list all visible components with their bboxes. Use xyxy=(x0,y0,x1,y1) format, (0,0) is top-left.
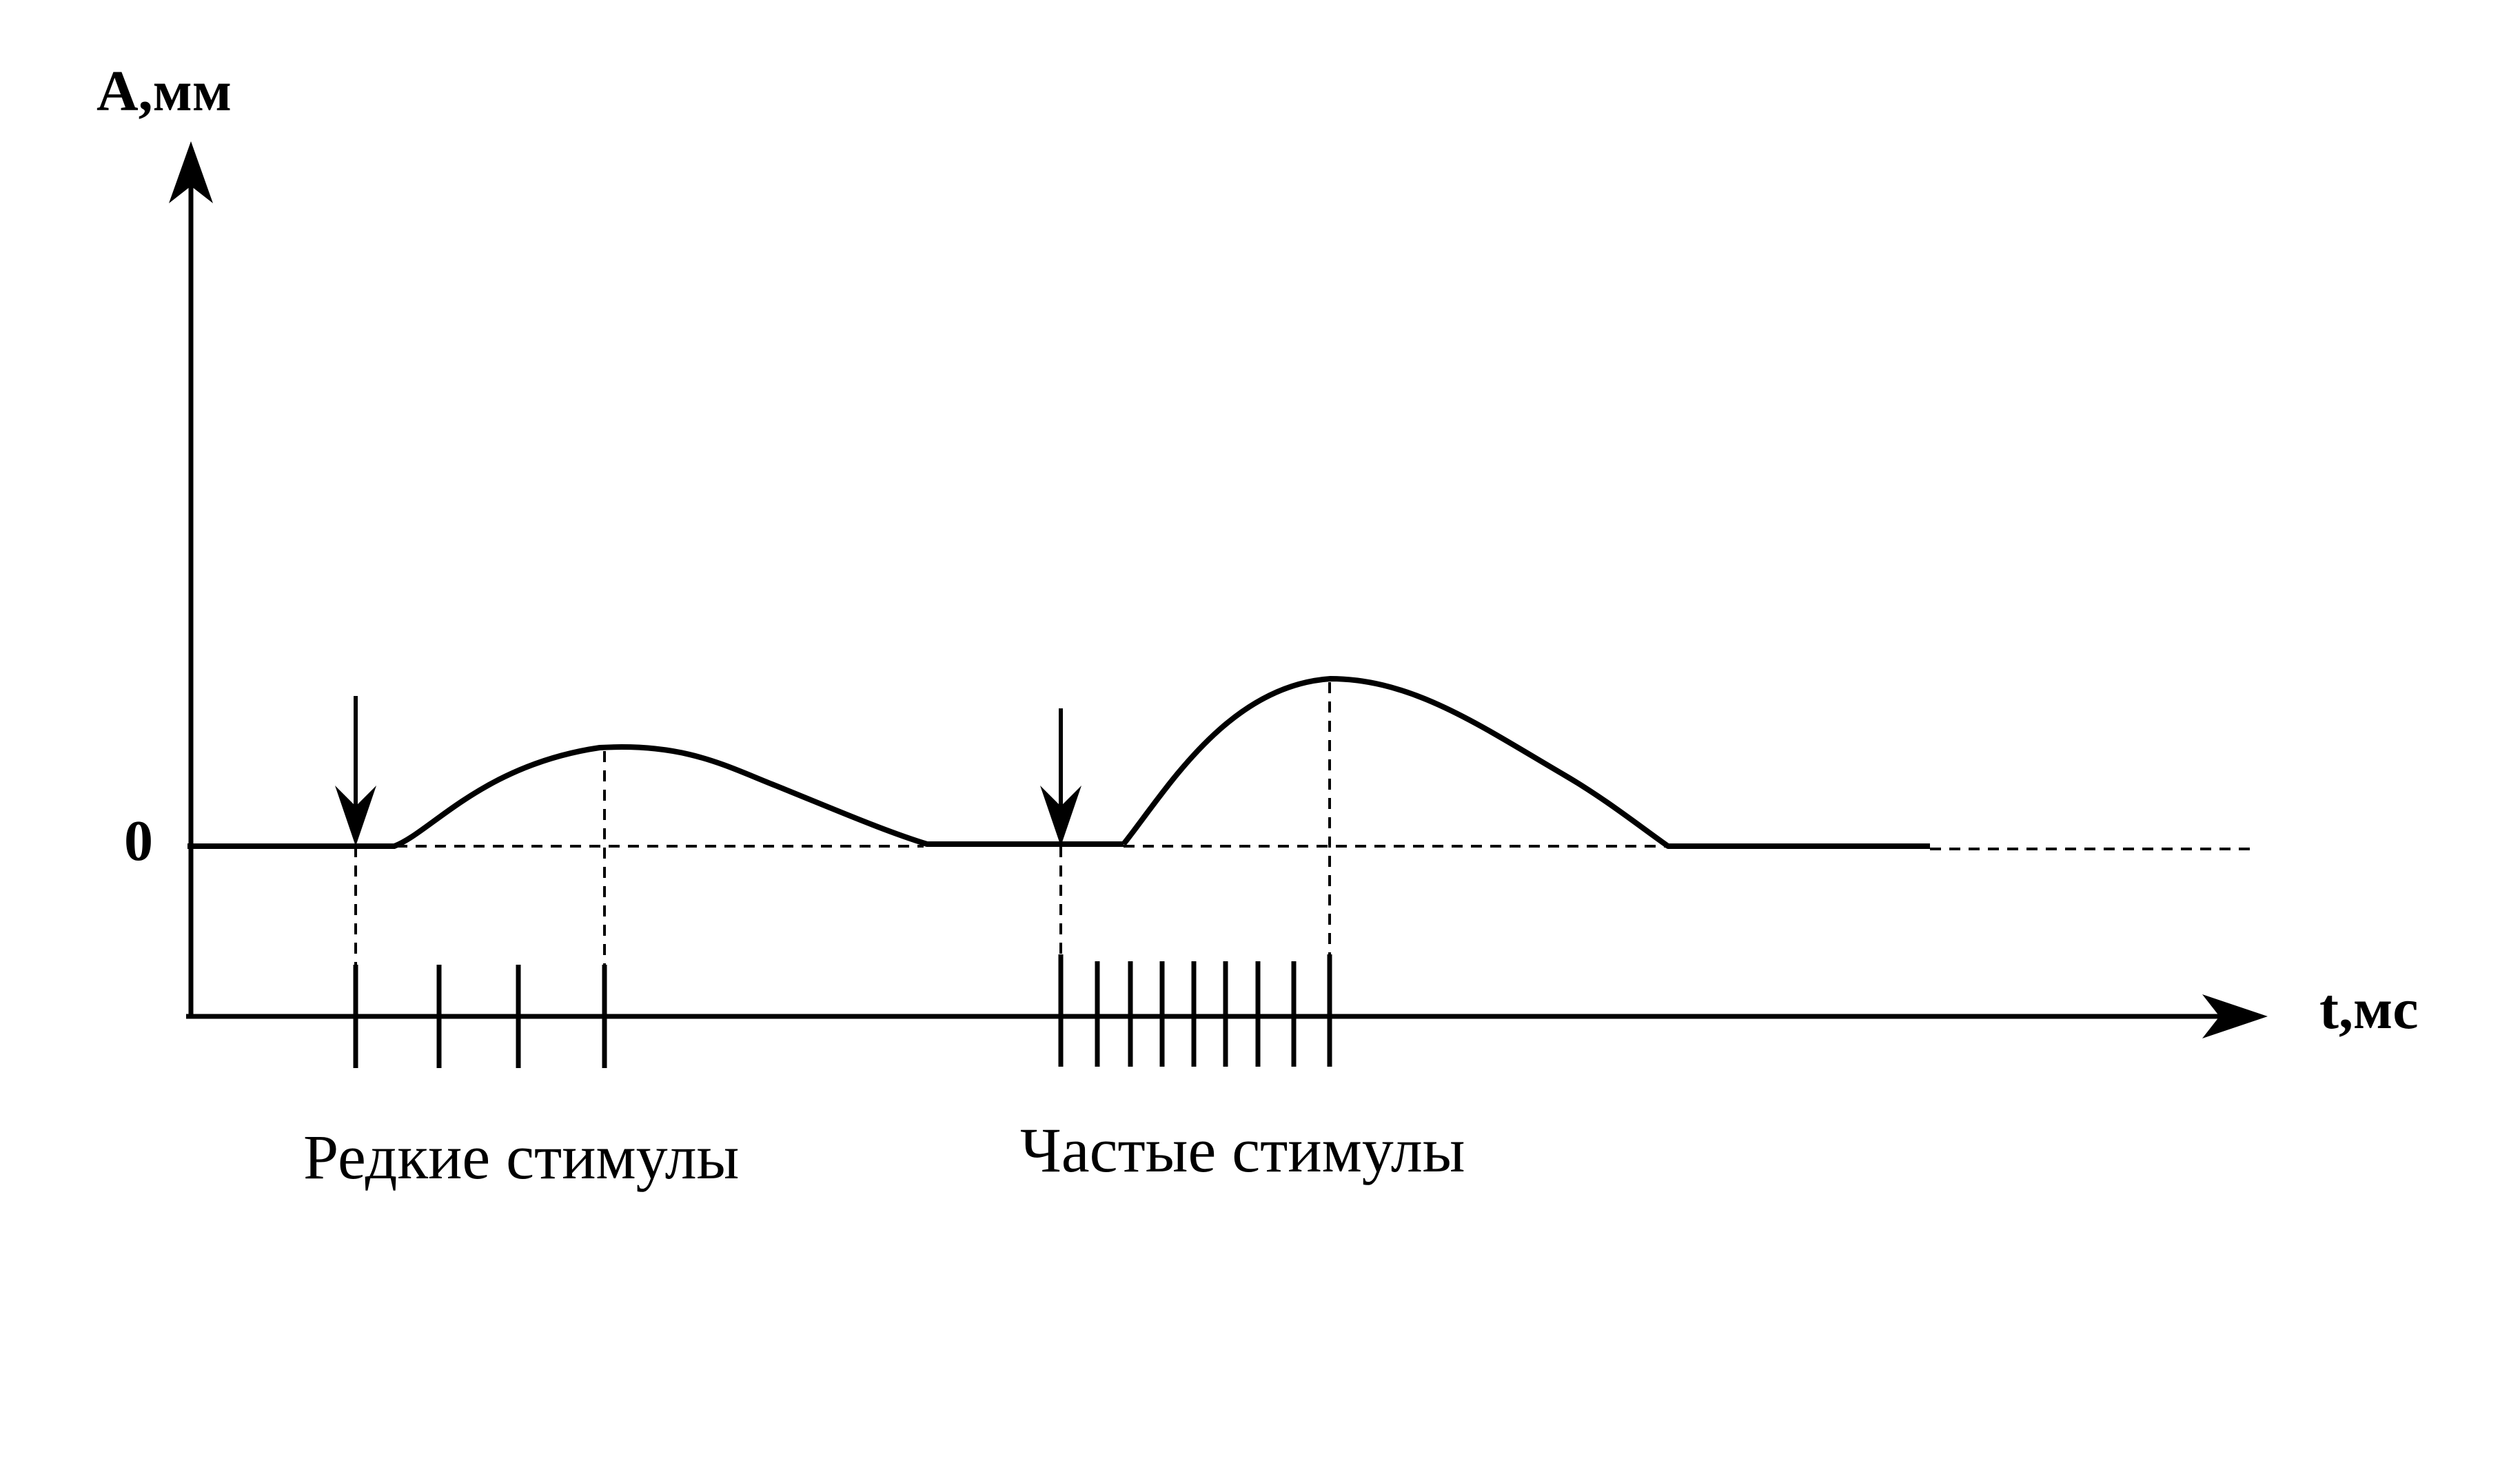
frequent-stimulus-arrow-icon xyxy=(1040,786,1081,846)
rare-stimuli-ticks xyxy=(353,965,607,1068)
y-axis-arrow-icon xyxy=(169,141,213,203)
zero-label: 0 xyxy=(124,809,153,873)
rare-stimuli-caption: Редкие стимулы xyxy=(303,1122,739,1192)
frequent-stimuli-ticks xyxy=(1058,954,1332,1067)
x-axis-label: t,мс xyxy=(2319,977,2418,1041)
y-axis-label: A,мм xyxy=(96,59,232,123)
rare-stimulus-arrow-icon xyxy=(335,786,376,846)
frequent-stimuli-caption: Частые стимулы xyxy=(1020,1115,1465,1185)
response-curve-frequent xyxy=(1121,676,1930,849)
response-curve-rare xyxy=(187,744,1124,849)
x-axis-arrow-icon xyxy=(2202,994,2268,1038)
